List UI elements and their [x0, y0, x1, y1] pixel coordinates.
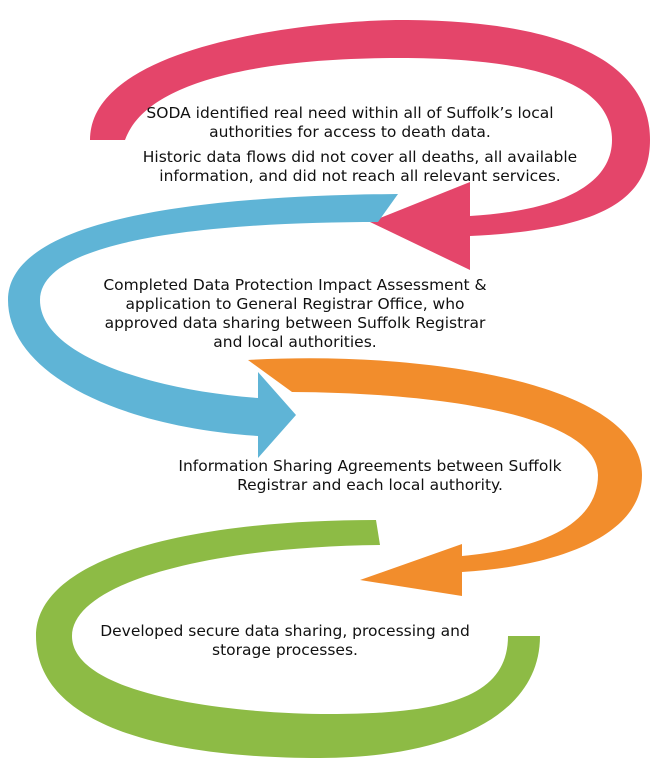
step-dpia-line-2: application to General Registrar Office,… [125, 295, 465, 313]
step-historic-line-1: Historic data flows did not cover all de… [142, 148, 578, 166]
step-dpia-text: Completed Data Protection Impact Assessm… [75, 276, 515, 352]
step-dpia-line-4: and local authorities. [213, 333, 377, 351]
step-agreements-line-2: Registrar and each local authority. [237, 476, 503, 494]
step-need-line-1: SODA identified real need within all of … [146, 104, 554, 122]
step-dpia-line-3: approved data sharing between Suffolk Re… [104, 314, 486, 332]
step-agreements-line-1: Information Sharing Agreements between S… [178, 457, 562, 475]
step-processes-line-1: Developed secure data sharing, processin… [100, 622, 470, 640]
orange-cycle-arrow [248, 358, 642, 596]
step-need-text: SODA identified real need within all of … [120, 104, 580, 142]
step-dpia-line-1: Completed Data Protection Impact Assessm… [103, 276, 487, 294]
step-processes-line-2: storage processes. [212, 641, 358, 659]
blue-cycle-arrow [8, 194, 398, 458]
step-historic-text: Historic data flows did not cover all de… [120, 148, 600, 186]
green-cycle-arrow [36, 520, 540, 758]
step-agreements-text: Information Sharing Agreements between S… [140, 457, 600, 495]
step-historic-line-2: information, and did not reach all relev… [159, 167, 561, 185]
step-need-line-2: authorities for access to death data. [209, 123, 491, 141]
step-processes-text: Developed secure data sharing, processin… [75, 622, 495, 660]
